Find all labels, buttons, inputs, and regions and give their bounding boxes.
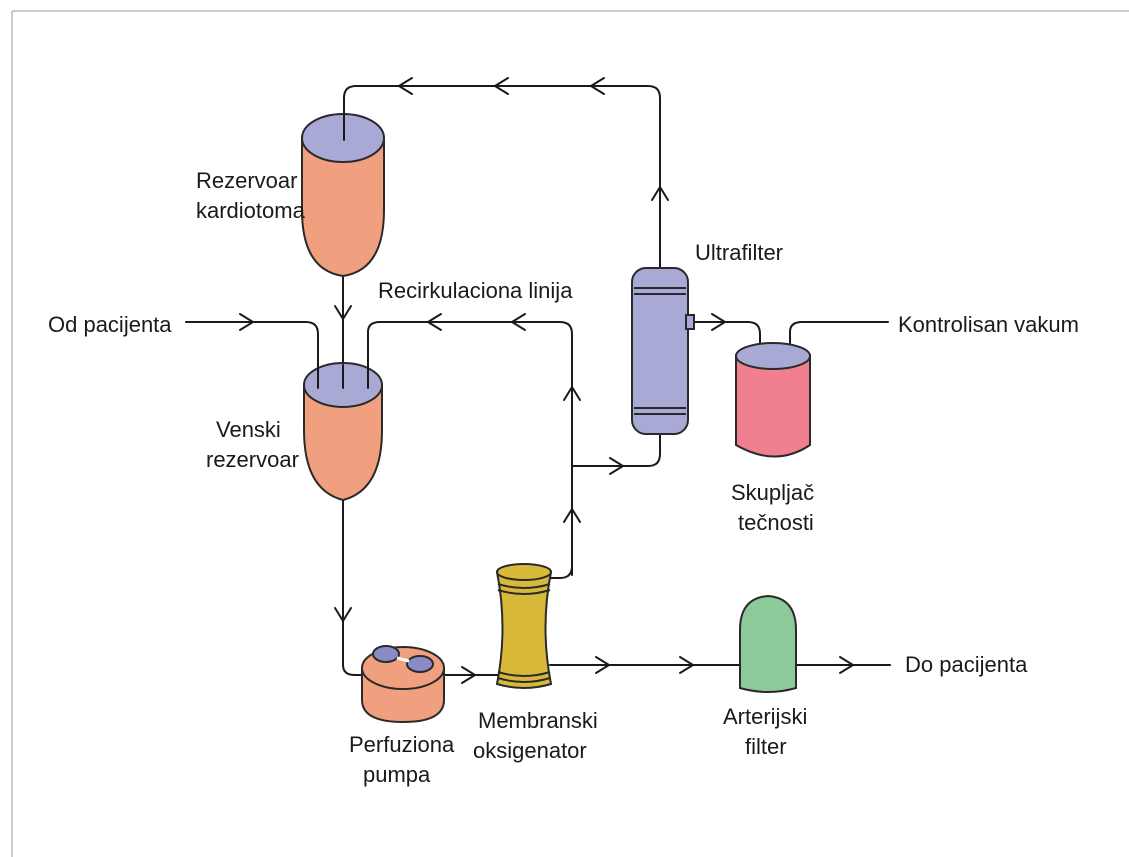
- label-ultrafilter: Ultrafilter: [695, 240, 783, 265]
- arterial-filter: [739, 594, 797, 693]
- arrow-to-filter-2: [679, 656, 694, 674]
- arrow-pump-to-oxygenator: [461, 666, 476, 684]
- arrow-top-left-2: [494, 77, 509, 95]
- venous-reservoir: [303, 362, 383, 502]
- arrow-recirc-up-2: [563, 508, 581, 523]
- arrow-to-collector: [711, 313, 726, 331]
- fluid-collector: [735, 342, 811, 458]
- pump-roller-left: [372, 645, 400, 663]
- pipe-oxygenator-to-recirc: [549, 565, 573, 579]
- arrow-ultrafilter-up: [651, 186, 669, 201]
- label-venous-line2: rezervoar: [206, 447, 299, 472]
- collector-cap: [735, 342, 811, 370]
- arrow-to-ultrafilter: [609, 457, 624, 475]
- collector-body: [735, 354, 811, 458]
- label-pump-line2: pumpa: [363, 762, 431, 787]
- label-collector-line1: Skupljač: [731, 480, 814, 505]
- pipe-branch-to-ultrafilter: [571, 429, 661, 467]
- label-oxygenator-line1: Membranski: [478, 708, 598, 733]
- pump-roller-right: [406, 655, 434, 673]
- label-controlled-vacuum: Kontrolisan vakum: [898, 312, 1079, 337]
- arrow-from-patient: [239, 313, 254, 331]
- arrow-to-patient: [839, 656, 854, 674]
- perfusion-pump: [361, 645, 445, 724]
- ultrafilter: [631, 267, 695, 435]
- ultrafilter-port: [685, 314, 695, 330]
- arrow-recirc-up-1: [563, 386, 581, 401]
- venous-body: [303, 384, 383, 502]
- arrow-top-left-1: [398, 77, 413, 95]
- label-cardiotomy-line1: Rezervoar: [196, 168, 297, 193]
- ultrafilter-body: [631, 267, 689, 435]
- arrow-cardiotomy-down: [334, 305, 352, 320]
- label-venous-line1: Venski: [216, 417, 281, 442]
- label-oxygenator-line2: oksigenator: [473, 738, 587, 763]
- arterial-filter-body: [739, 594, 797, 693]
- arrow-to-filter-1: [595, 656, 610, 674]
- label-to-patient: Do pacijenta: [905, 652, 1028, 677]
- membrane-oxygenator: [495, 563, 553, 689]
- pipe-vacuum: [789, 321, 889, 349]
- oxygenator-body: [495, 571, 553, 689]
- pipes: [185, 85, 891, 676]
- label-pump-line1: Perfuziona: [349, 732, 455, 757]
- label-collector-line2: tečnosti: [738, 510, 814, 535]
- pipe-ultrafilter-to-collector: [687, 321, 761, 349]
- flow-arrows: [239, 77, 854, 684]
- oxygenator-top: [496, 563, 552, 581]
- label-recirculation-line: Recirkulaciona linija: [378, 278, 573, 303]
- pipe-from-patient: [185, 321, 319, 383]
- pipe-venous-to-pump: [342, 495, 369, 676]
- pipe-ultrafilter-return: [343, 85, 661, 271]
- cardiotomy-reservoir: [301, 113, 385, 278]
- arrow-venous-down: [334, 607, 352, 622]
- label-from-patient: Od pacijenta: [48, 312, 172, 337]
- label-arterial-filter-line1: Arterijski: [723, 704, 807, 729]
- cardiotomy-body: [301, 137, 385, 278]
- arrow-top-left-3: [590, 77, 605, 95]
- arrow-recirc-left-1: [427, 313, 442, 331]
- arrow-recirc-left-2: [511, 313, 526, 331]
- label-cardiotomy-line2: kardiotoma: [196, 198, 306, 223]
- label-arterial-filter-line2: filter: [745, 734, 787, 759]
- pipe-recirculation: [367, 321, 573, 576]
